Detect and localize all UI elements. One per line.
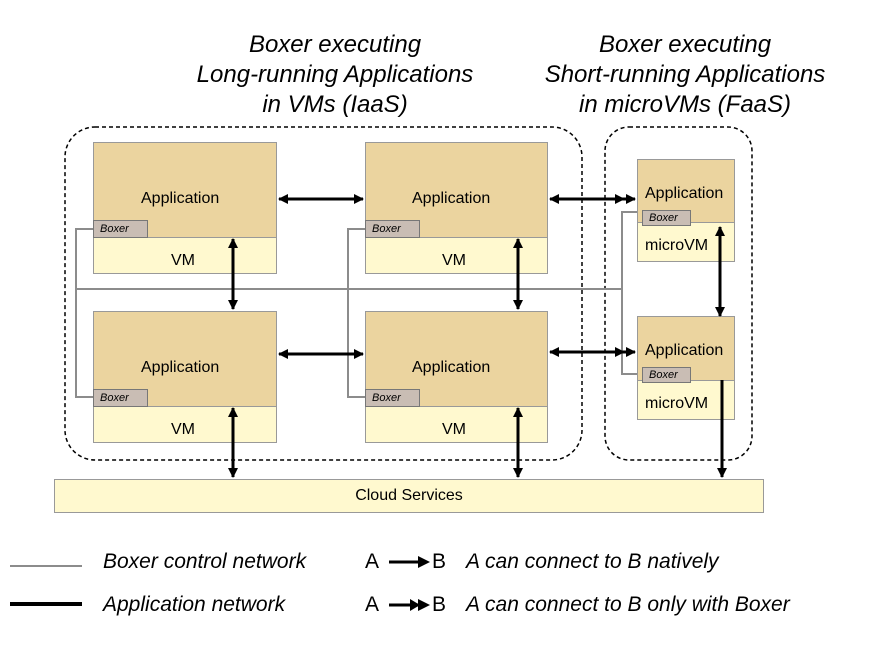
iaas-heading: Boxer executing Long-running Application… [170,30,500,120]
iaas-heading-line-2: Long-running Applications [196,61,474,88]
cloud-services: Cloud Services [54,479,764,513]
application-5-label: Application [645,185,724,202]
arrow-app2-micro1-second-head [615,194,625,204]
legend-native-to: B [432,550,447,573]
faas-group [604,126,753,461]
microvm-1-label: microVM [645,237,709,254]
application-3-label: Application [141,359,220,376]
application-6-label: Application [645,342,724,359]
control-network [75,211,637,398]
boxer-5: Boxer [642,210,691,226]
faas-heading-line-3: in microVMs (FaaS) [578,91,792,118]
vm-2-label: VM [442,252,466,269]
boxer-6: Boxer [642,367,691,383]
legend-control-network: Boxer control network [103,550,307,573]
vm-1-label: VM [171,252,195,269]
legend-application-network: Application network [103,593,286,616]
cloud-services-label: Cloud Services [355,487,463,504]
legend-boxer-arrow-head-1 [410,599,420,611]
legend-native-arrow-head [418,556,430,568]
boxer-4: Boxer [365,389,420,407]
faas-heading: Boxer executing Short-running Applicatio… [525,30,845,120]
microvm-2 [637,380,735,420]
legend-native-from: A [365,550,380,573]
faas-heading-line-1: Boxer executing [598,31,772,58]
application-2-label: Application [412,190,491,207]
arrow-app4-micro2-second-head [615,347,625,357]
vm-3-label: VM [171,421,195,438]
boxer-1: Boxer [93,220,148,238]
vm-4-label: VM [442,421,466,438]
legend-boxer-arrow-head-2 [418,599,430,611]
legend-boxer-to: B [432,593,447,616]
boxer-3: Boxer [93,389,148,407]
boxer-2: Boxer [365,220,420,238]
iaas-heading-line-1: Boxer executing [248,31,422,58]
legend-boxer-desc: A can connect to B only with Boxer [466,593,790,616]
iaas-heading-line-3: in VMs (IaaS) [262,91,408,118]
legend-native-desc: A can connect to B natively [466,550,719,573]
legend-boxer-from: A [365,593,380,616]
microvm-2-label: microVM [645,395,709,412]
iaas-group [64,126,583,461]
application-1-label: Application [141,190,220,207]
faas-heading-line-2: Short-running Applications [544,61,826,88]
application-4-label: Application [412,359,491,376]
